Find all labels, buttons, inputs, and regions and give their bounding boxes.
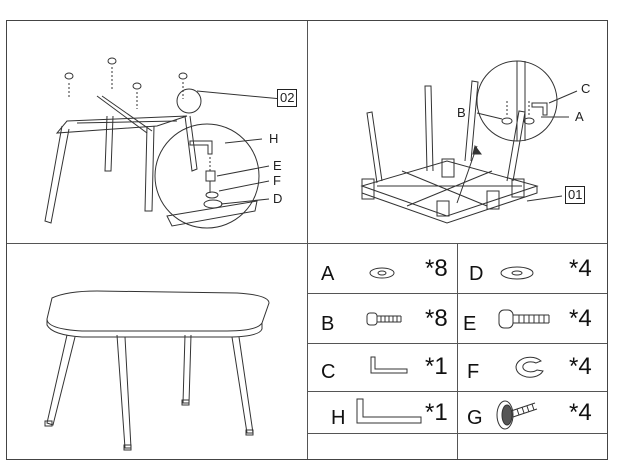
foot-glide-icon: [491, 393, 541, 433]
sheet-frame: 02 H E F D: [6, 20, 608, 460]
washer-large-icon: [497, 261, 537, 285]
washer-small-icon: [367, 263, 397, 283]
parts-divider: [457, 243, 458, 459]
finished-table-panel: [7, 243, 307, 459]
part-qty-b: *8: [425, 305, 448, 332]
callout-e: E: [273, 158, 282, 173]
parts-row-line-2: [307, 343, 607, 344]
step2-panel: 02 H E F D: [7, 21, 307, 243]
part-letter-f: F: [467, 361, 480, 383]
callout-f: F: [273, 173, 281, 188]
part-qty-g: *4: [569, 399, 592, 426]
allen-key-large-icon: [351, 397, 425, 429]
callout-b: B: [457, 105, 466, 120]
step2-diagram: [44, 57, 283, 229]
center-divider: [307, 21, 308, 459]
part-letter-g: G: [467, 407, 483, 429]
part-qty-h: *1: [425, 399, 448, 426]
part-qty-f: *4: [569, 353, 592, 380]
part-qty-a: *8: [425, 255, 448, 282]
allen-key-small-icon: [367, 355, 411, 379]
part-letter-d: D: [469, 263, 484, 285]
parts-row-line-4: [307, 433, 607, 434]
step1-label: 01: [565, 186, 586, 204]
step1-panel: B C A 01: [307, 21, 607, 243]
parts-list: A *8 D *4 B *8 E *4 C: [307, 243, 607, 459]
callout-c: C: [581, 81, 591, 96]
finished-table-drawing: [44, 290, 270, 451]
callout-d: D: [273, 191, 283, 206]
parts-row-line-1: [307, 293, 607, 294]
part-letter-c: C: [321, 361, 336, 383]
callout-a: A: [575, 109, 584, 124]
part-letter-a: A: [321, 263, 335, 285]
middle-divider: [7, 243, 607, 244]
parts-row-line-3: [307, 391, 607, 392]
callout-h: H: [269, 131, 279, 146]
step2-label: 02: [277, 89, 298, 107]
part-letter-h: H: [331, 407, 346, 429]
step1-diagram: [360, 60, 578, 224]
part-letter-e: E: [463, 313, 477, 335]
part-qty-d: *4: [569, 255, 592, 282]
part-qty-c: *1: [425, 353, 448, 380]
part-qty-e: *4: [569, 305, 592, 332]
spring-washer-icon: [511, 353, 551, 383]
bolt-long-icon: [497, 307, 553, 331]
part-letter-b: B: [321, 313, 335, 335]
bolt-short-icon: [365, 309, 405, 329]
